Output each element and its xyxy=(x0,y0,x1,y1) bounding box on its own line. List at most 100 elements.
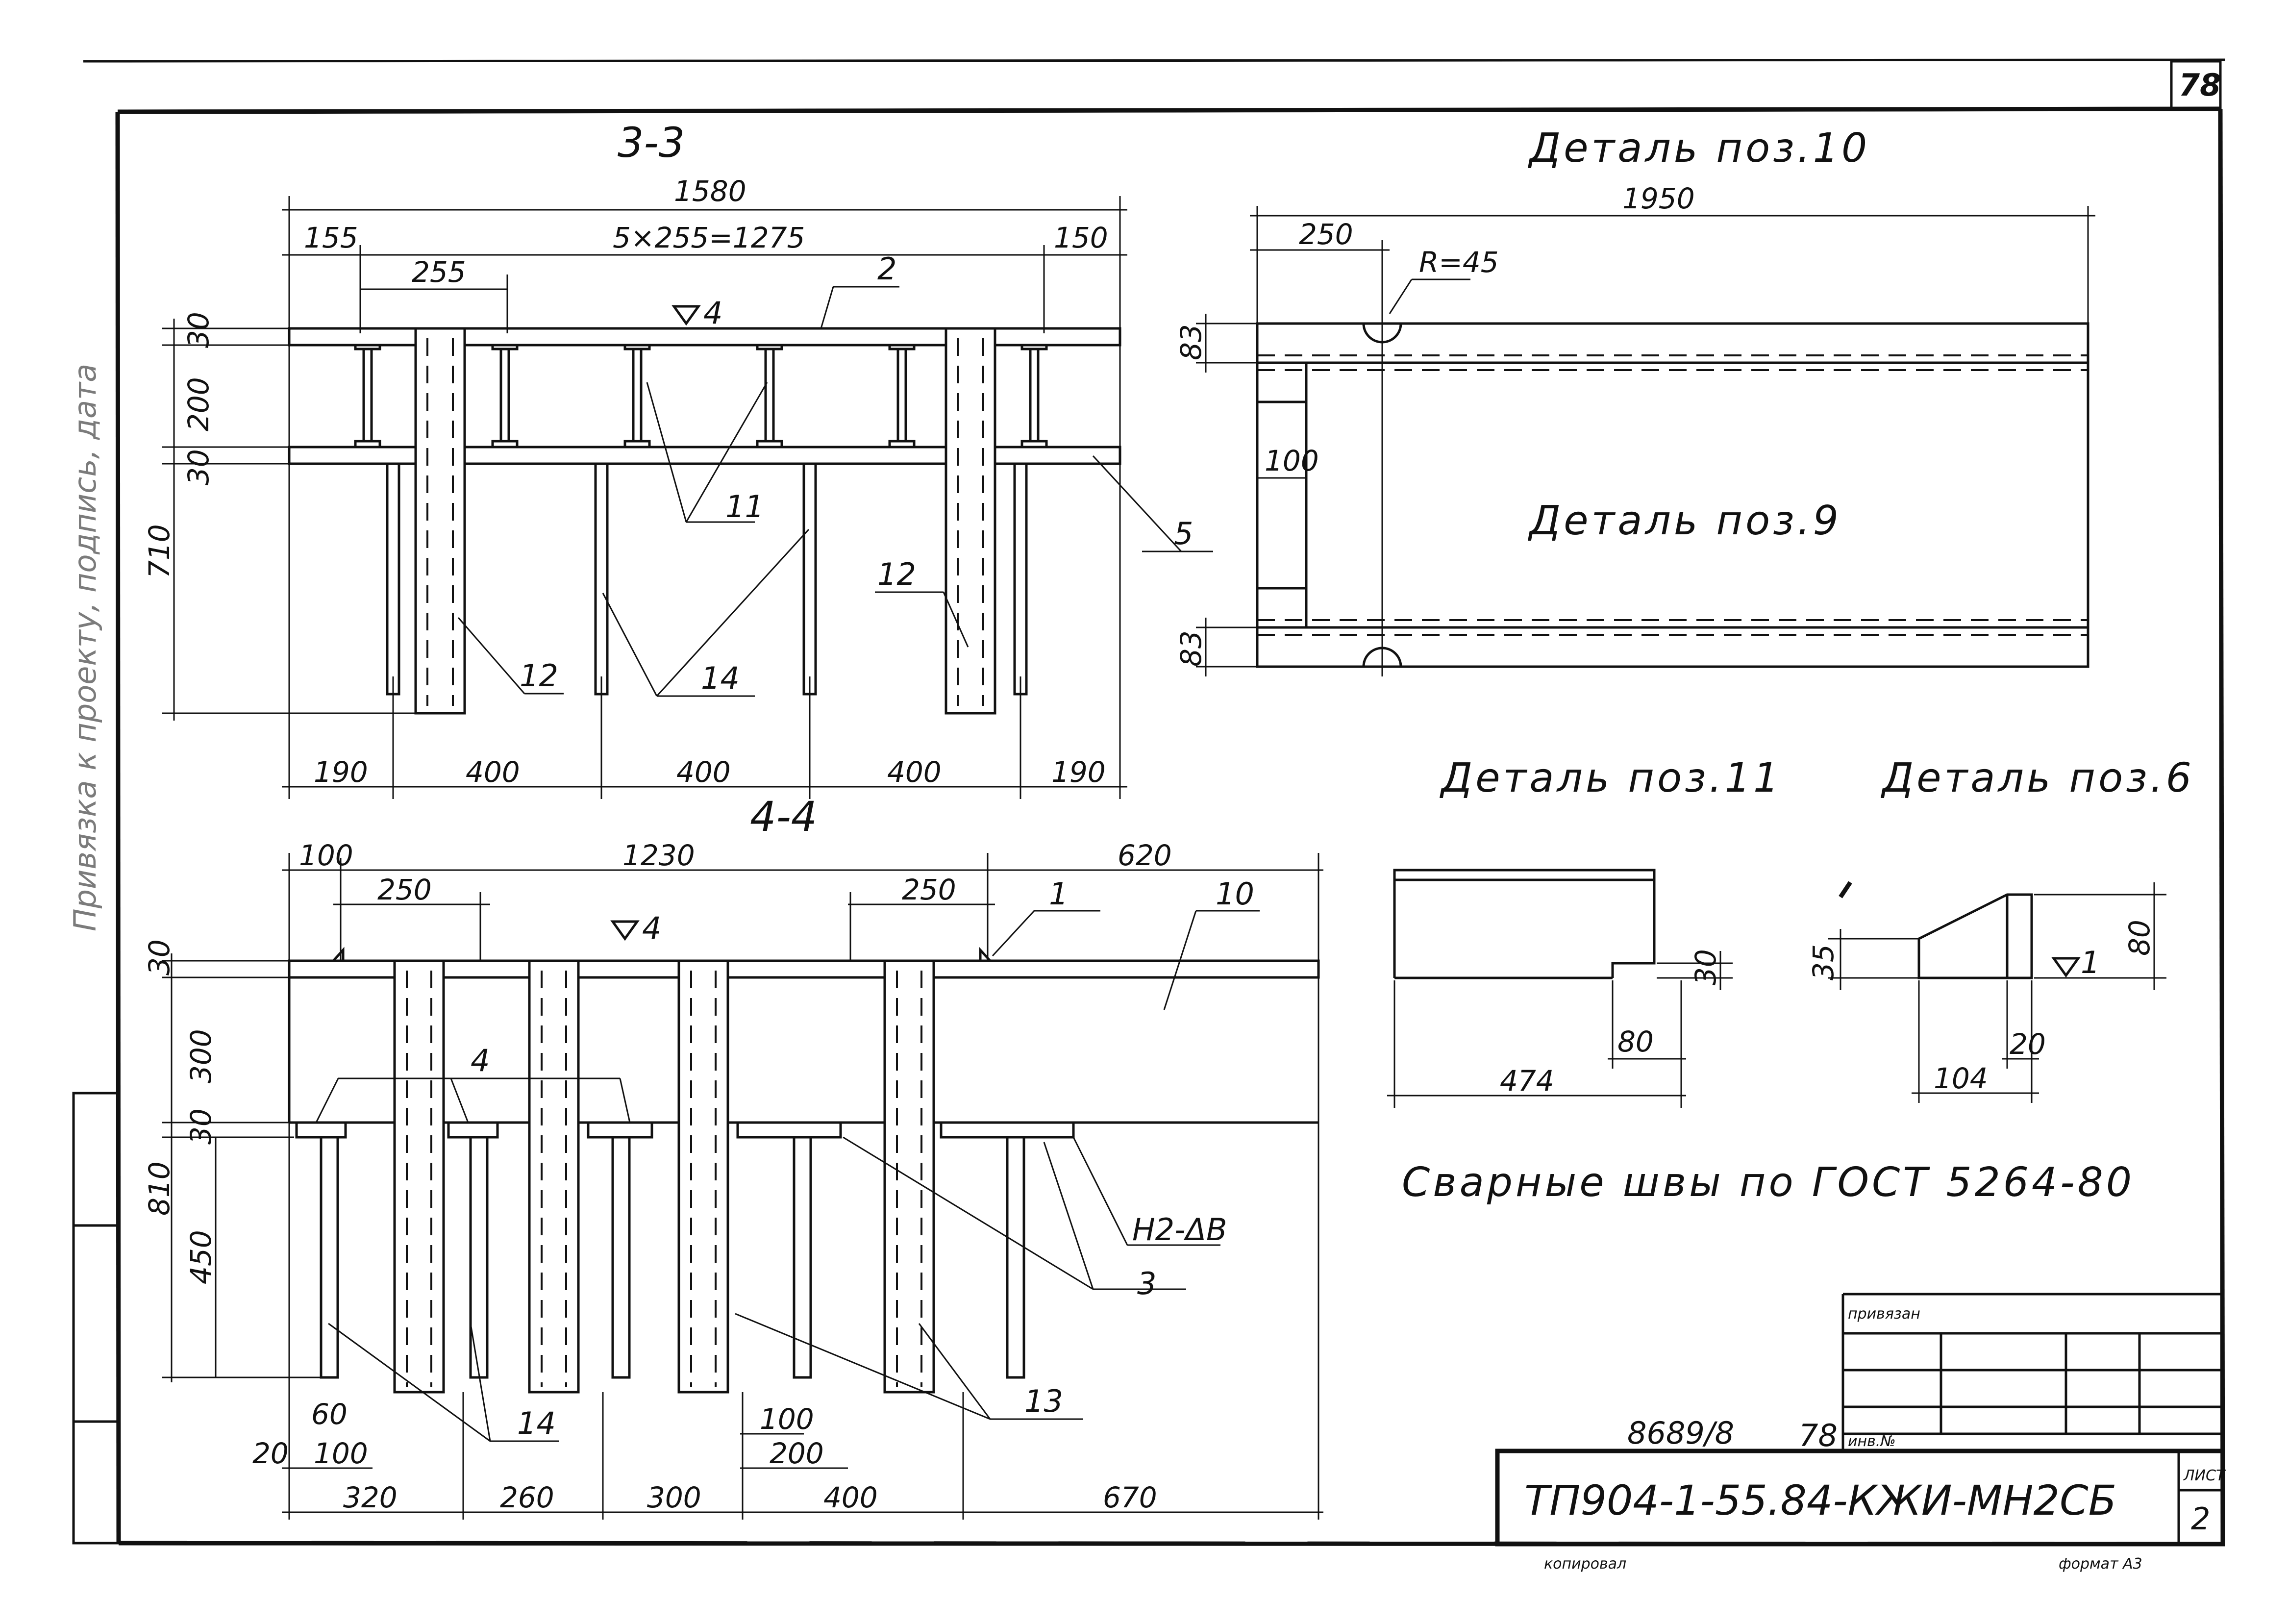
pos-44-3: 3 xyxy=(1137,1266,1156,1301)
detail-10-drawing xyxy=(1256,322,2089,668)
level-mark-44-icon xyxy=(610,920,640,941)
detail-9-title: Деталь поз.9 xyxy=(1528,498,1841,544)
dim-33-255: 255 xyxy=(412,255,466,289)
pos-44-1: 1 xyxy=(1049,876,1068,912)
dim-44-1230: 1230 xyxy=(622,839,695,872)
inv-label: инв.№ xyxy=(1848,1433,1896,1450)
section-44-dimensions xyxy=(162,853,1323,1520)
pos-44-10: 10 xyxy=(1216,876,1254,912)
dim-d6-80: 80 xyxy=(2123,920,2156,956)
dim-44-300: 300 xyxy=(184,1029,218,1083)
dim-33-1580: 1580 xyxy=(674,175,746,208)
dim-44-400: 400 xyxy=(823,1481,878,1514)
pos-33-14: 14 xyxy=(701,660,740,696)
dim-33-1275: 5×255=1275 xyxy=(613,221,805,254)
dim-d6-20: 20 xyxy=(2010,1027,2046,1061)
section-33-dimensions xyxy=(162,196,1127,799)
dim-44-100a: 100 xyxy=(314,1437,368,1470)
section-44-title: 4-4 xyxy=(750,793,817,841)
pos-33-5: 5 xyxy=(1174,516,1193,551)
detail-10-title: Деталь поз.10 xyxy=(1528,125,1870,172)
dim-33-400c: 400 xyxy=(887,755,942,789)
dim-44-250a: 250 xyxy=(377,873,432,906)
section-44-leaders xyxy=(315,910,1260,1442)
dim-d10-r45: R=45 xyxy=(1419,246,1499,279)
dim-44-260: 260 xyxy=(500,1481,554,1514)
dim-33-400a: 400 xyxy=(466,755,520,789)
dim-33-710: 710 xyxy=(143,524,176,578)
pos-33-12b: 12 xyxy=(877,556,916,592)
dim-33-155: 155 xyxy=(304,221,358,254)
title-block xyxy=(1495,1293,2225,1547)
binding-strip xyxy=(72,1092,119,1545)
pos-33-12a: 12 xyxy=(520,658,558,694)
sheet-label: ЛИСТ xyxy=(2183,1467,2226,1484)
dim-44-60: 60 xyxy=(311,1398,348,1431)
copied-by: копировал xyxy=(1544,1555,1626,1573)
pos-44-13: 13 xyxy=(1024,1383,1063,1419)
dim-33-400b: 400 xyxy=(676,755,731,789)
bound-label: привязан xyxy=(1848,1305,1920,1323)
dim-d10-100: 100 xyxy=(1265,444,1319,477)
dim-33-30a: 30 xyxy=(182,312,215,348)
dim-d10-83b: 83 xyxy=(1174,630,1208,667)
dim-33-190b: 190 xyxy=(1051,755,1106,789)
pos-33-11: 11 xyxy=(725,489,764,525)
dim-44-100: 100 xyxy=(299,839,353,872)
dim-d10-250: 250 xyxy=(1299,218,1353,251)
detail-11-dimensions xyxy=(1387,951,1733,1108)
weld-mark-d6: 1 xyxy=(2081,945,2100,980)
section-44-drawing xyxy=(288,947,1320,1394)
weld-note-44: Н2-ΔВ xyxy=(1132,1212,1227,1248)
detail-10-dimensions xyxy=(1196,206,2095,676)
dim-44-300b: 300 xyxy=(647,1481,701,1514)
inventory-page: 78 xyxy=(1799,1418,1838,1453)
dim-44-670: 670 xyxy=(1103,1481,1157,1514)
level-mark-icon xyxy=(671,305,701,326)
weld-note: Сварные швы по ГОСТ 5264-80 xyxy=(1402,1159,2135,1206)
drawing-code: ТП904-1-55.84-КЖИ-МН2СБ xyxy=(1524,1476,2116,1524)
weld-mark-icon xyxy=(2051,957,2081,978)
dim-d10-1950: 1950 xyxy=(1622,182,1695,215)
format-label: формат А3 xyxy=(2059,1555,2142,1573)
detail-6-dimensions xyxy=(1828,882,2166,1103)
dim-44-30a: 30 xyxy=(143,939,176,975)
section-33-drawing xyxy=(288,327,1121,715)
section-33-leaders xyxy=(457,286,1213,697)
dim-33-150: 150 xyxy=(1054,221,1108,254)
inventory-number: 8689/8 xyxy=(1627,1415,1734,1451)
dim-d10-83a: 83 xyxy=(1174,324,1208,360)
dim-44-30b: 30 xyxy=(184,1108,218,1145)
page-number: 78 xyxy=(2179,67,2221,103)
dim-44-100b: 100 xyxy=(760,1402,814,1436)
dim-44-20: 20 xyxy=(252,1437,289,1470)
dim-d11-80: 80 xyxy=(1617,1025,1654,1058)
dim-44-320: 320 xyxy=(343,1481,398,1514)
dim-44-620: 620 xyxy=(1118,839,1172,872)
dim-44-200: 200 xyxy=(770,1437,824,1470)
level-mark-33: 4 xyxy=(703,295,722,331)
dim-33-30b: 30 xyxy=(182,449,215,485)
dim-d11-474: 474 xyxy=(1500,1064,1554,1098)
dim-44-450: 450 xyxy=(184,1230,218,1284)
detail-6-title: Деталь поз.6 xyxy=(1881,755,2194,801)
detail-11-title: Деталь поз.11 xyxy=(1440,755,1782,801)
dim-d6-35: 35 xyxy=(1807,944,1840,980)
pos-44-4: 4 xyxy=(471,1043,490,1078)
dim-33-190a: 190 xyxy=(314,755,368,789)
dim-44-250b: 250 xyxy=(902,873,956,906)
dim-33-200: 200 xyxy=(182,377,215,431)
detail-6-drawing xyxy=(1839,881,2033,979)
pos-44-14: 14 xyxy=(517,1405,556,1441)
pos-33-2: 2 xyxy=(877,251,896,287)
detail-11-drawing xyxy=(1393,869,1656,979)
side-stamp-text: Привязка к проекту, подпись, дата xyxy=(67,364,103,931)
dim-44-810: 810 xyxy=(143,1161,176,1216)
sheet-number: 2 xyxy=(2191,1501,2210,1537)
section-33-title: 3-3 xyxy=(618,119,685,167)
dim-d11-30: 30 xyxy=(1689,949,1722,985)
i-beams-pos-11 xyxy=(343,344,1059,449)
level-mark-44: 4 xyxy=(642,910,661,946)
dim-d6-104: 104 xyxy=(1934,1062,1988,1095)
